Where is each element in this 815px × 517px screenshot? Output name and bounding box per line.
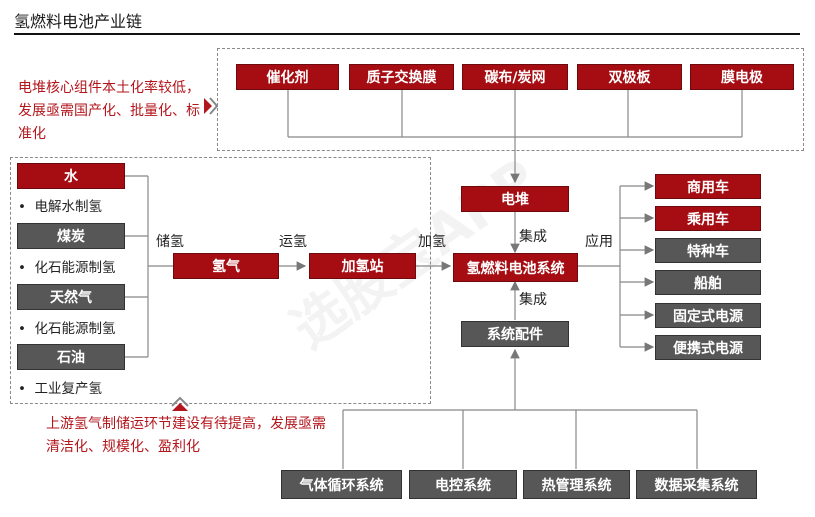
subsystem-data-acquisition: 数据采集系统 [636, 470, 757, 499]
component-bipolar-plate: 双极板 [577, 64, 682, 90]
subsystem-gas-circulation: 气体循环系统 [281, 470, 402, 499]
app-stationary-power: 固定式电源 [655, 303, 761, 328]
core-components-frame [217, 48, 804, 151]
source-natural-gas-method: • 化石能源制氢 [18, 321, 116, 337]
upstream-frame [10, 157, 431, 404]
label-refuel: 加氢 [418, 234, 446, 250]
component-carbon-cloth: 碳布/炭网 [462, 64, 568, 90]
app-commercial-vehicle: 商用车 [655, 174, 761, 199]
label-storage: 储氢 [156, 234, 184, 250]
upstream-note: 上游氢气制储运环节建设有待提高，发展亟需清洁化、规模化、盈利化 [46, 416, 326, 455]
app-ship: 船舶 [655, 270, 761, 295]
title-underline [14, 33, 800, 35]
app-portable-power: 便携式电源 [655, 335, 761, 360]
label-apply: 应用 [585, 234, 613, 250]
node-stack: 电堆 [461, 186, 569, 212]
node-refueling-station: 加氢站 [309, 253, 416, 279]
source-petroleum-method: • 工业复产氢 [18, 381, 103, 397]
subsystem-electronic-control: 电控系统 [409, 470, 517, 499]
app-special-vehicle: 特种车 [655, 238, 761, 263]
page-title: 氢燃料电池产业链 [14, 12, 143, 31]
core-components-note: 电堆核心组件本土化率较低，发展亟需国产化、批量化、标准化 [18, 80, 200, 142]
subsystem-thermal-management: 热管理系统 [523, 470, 630, 499]
source-coal-method: • 化石能源制氢 [18, 260, 116, 276]
app-passenger-vehicle: 乘用车 [655, 206, 761, 231]
node-fuel-cell-system: 氢燃料电池系统 [453, 253, 578, 282]
source-coal: 煤炭 [17, 223, 125, 249]
node-system-accessories: 系统配件 [461, 321, 569, 347]
node-hydrogen: 氢气 [173, 253, 279, 279]
component-pem: 质子交换膜 [349, 64, 454, 90]
label-integrate-top: 集成 [519, 229, 547, 245]
source-water: 水 [17, 163, 125, 189]
source-natural-gas: 天然气 [17, 284, 125, 310]
component-catalyst: 催化剂 [236, 64, 339, 90]
label-integrate-bottom: 集成 [519, 292, 547, 308]
note-chevrons [171, 97, 219, 407]
source-petroleum: 石油 [17, 344, 125, 370]
source-water-method: • 电解水制氢 [18, 199, 103, 215]
label-transport: 运氢 [279, 234, 307, 250]
component-mea: 膜电极 [690, 64, 794, 90]
